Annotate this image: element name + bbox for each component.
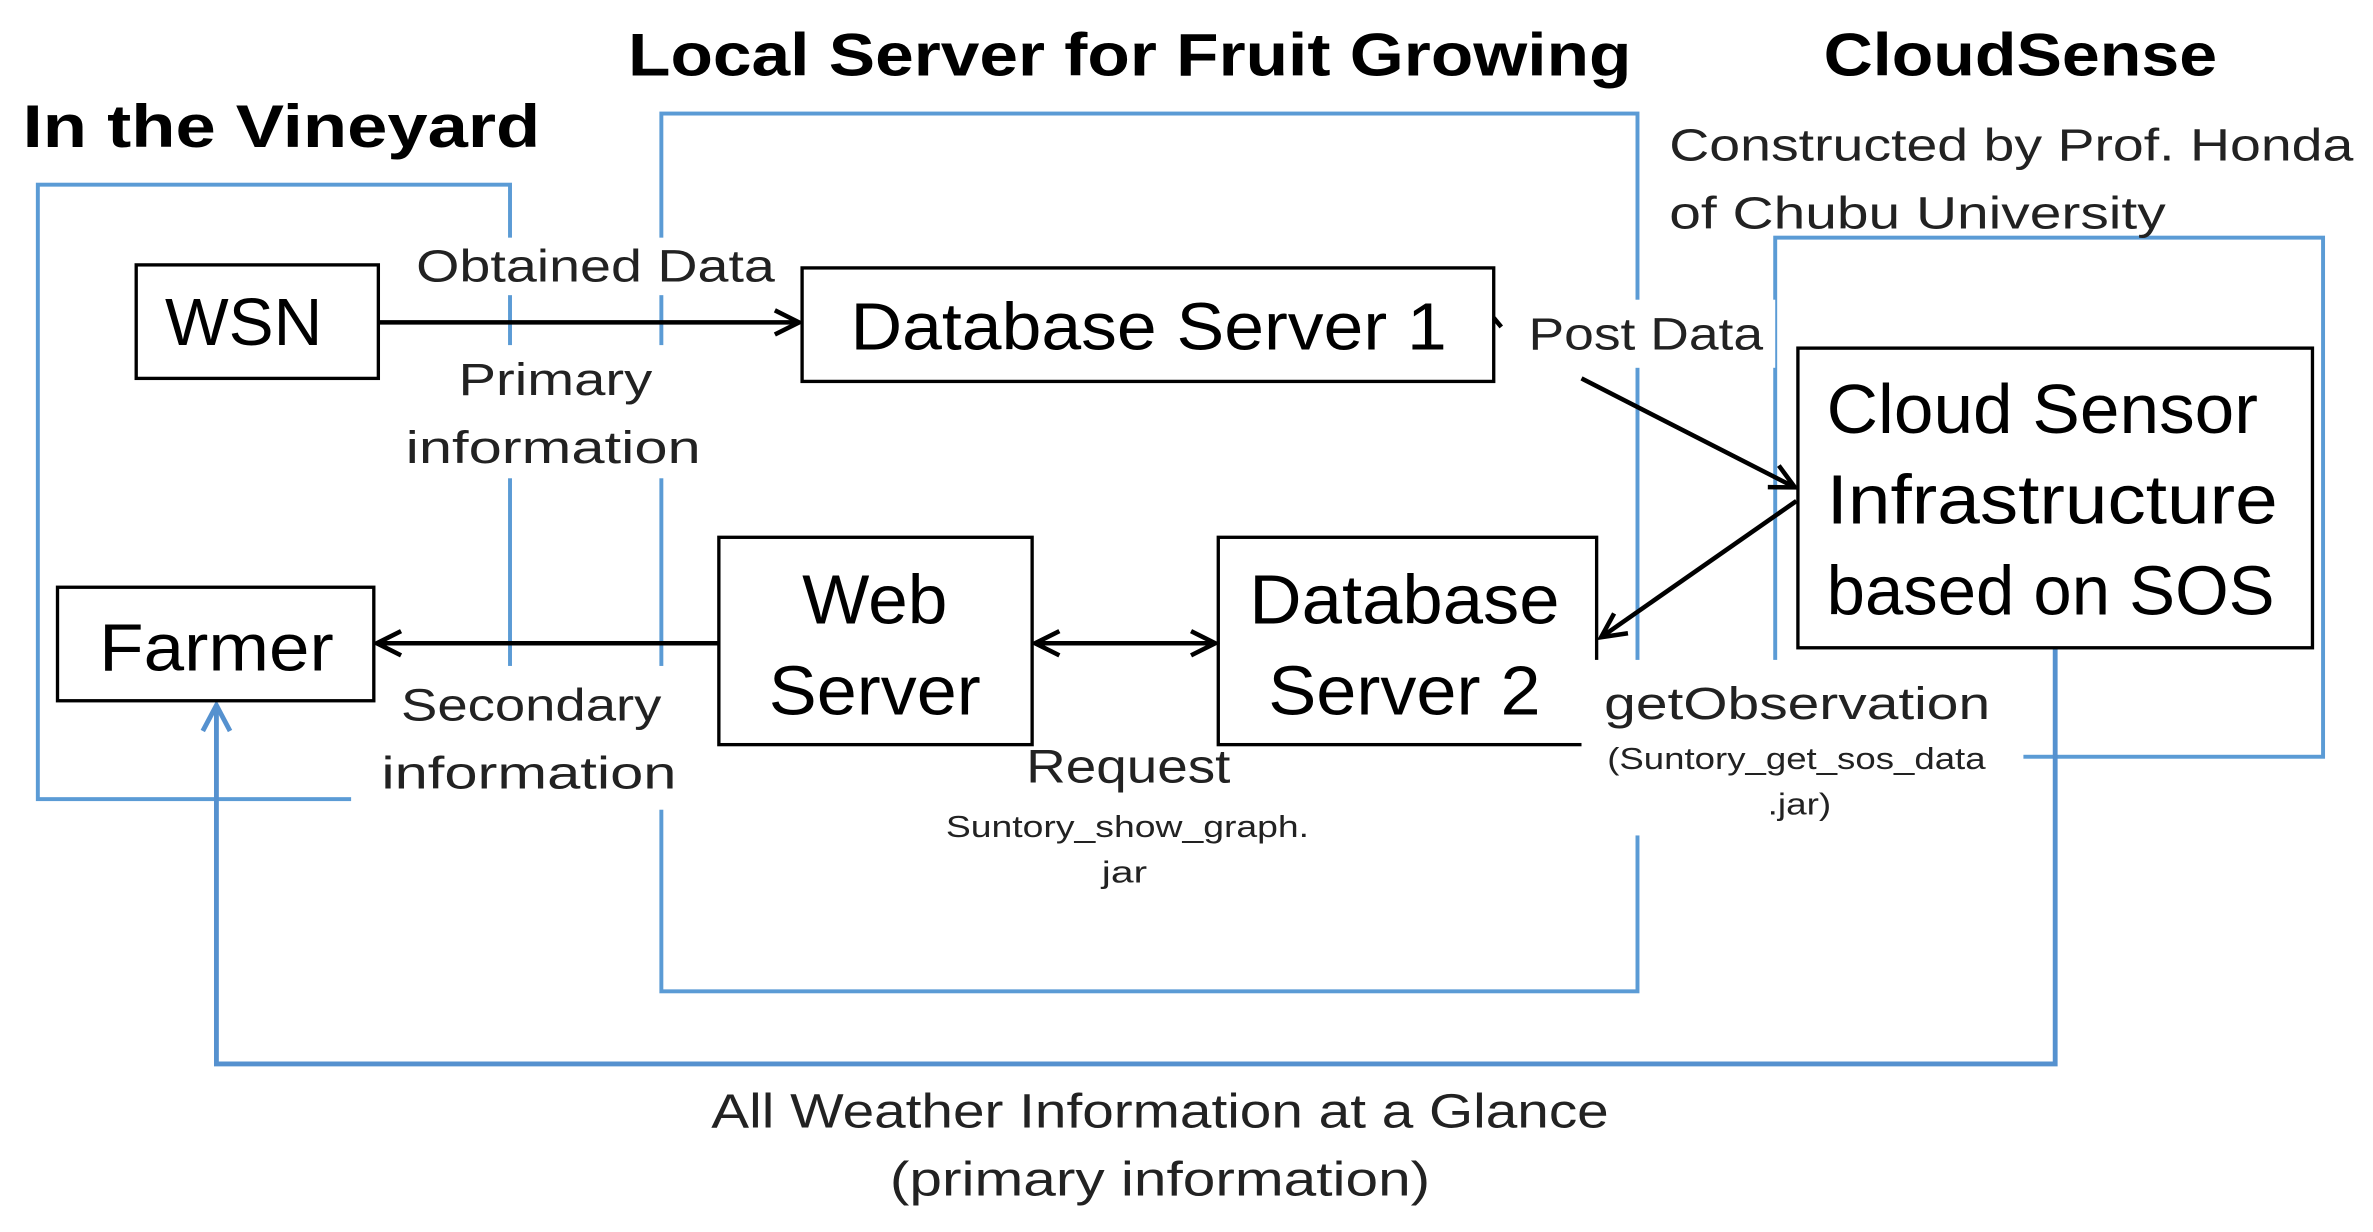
- get-observation-label: getObservation: [1604, 678, 1990, 729]
- local-server-heading: Local Server for Fruit Growing: [628, 21, 1631, 89]
- wsn-label: WSN: [165, 286, 322, 360]
- all-weather-feedback-arrow: [200, 647, 2058, 1067]
- database-server-1-box: [800, 266, 1496, 384]
- db1-to-cloud-arrow: [1580, 376, 1794, 487]
- primary-information-label-bg: [398, 345, 709, 479]
- cloudsense-container: [1773, 235, 2326, 759]
- web-server-label-line1: Web: [802, 561, 947, 639]
- farmer-box: [55, 585, 376, 703]
- all-weather-label-line2: (primary information): [890, 1153, 1430, 1207]
- get-observation-jar-label-line1: (Suntory_get_sos_data: [1607, 743, 1986, 776]
- database-server-2-label-line1: Database: [1249, 561, 1559, 639]
- primary-information-label-line2: information: [406, 422, 701, 473]
- request-jar-label-line2: jar: [1100, 856, 1147, 889]
- post-data-label: Post Data: [1529, 309, 1764, 360]
- database-server-2-label-line2: Server 2: [1268, 651, 1540, 729]
- wsn-box: [134, 263, 381, 381]
- cloud-sensor-label-line3: based on SOS: [1827, 551, 2275, 629]
- cloud-sensor-label-line1: Cloud Sensor: [1827, 370, 2258, 448]
- all-weather-label-line1: All Weather Information at a Glance: [711, 1085, 1608, 1139]
- cloud-to-db2-arrow: [1601, 499, 1798, 637]
- primary-information-label-line1: Primary: [459, 354, 653, 405]
- vineyard-heading: In the Vineyard: [23, 92, 541, 160]
- obtained-data-label: Obtained Data: [416, 241, 776, 292]
- farmer-label: Farmer: [99, 611, 334, 685]
- database-server-1-label: Database Server 1: [851, 291, 1447, 365]
- cloud-sensor-label-line2: Infrastructure: [1827, 461, 2278, 539]
- request-label: Request: [1026, 740, 1230, 792]
- cloudsense-credit-line2: of Chubu University: [1669, 188, 2166, 239]
- secondary-information-label-line2: information: [381, 748, 676, 799]
- post-data-label-bg: [1517, 299, 1776, 368]
- get-observation-label-bg: [1581, 659, 2024, 836]
- get-observation-jar-label-line2: .jar): [1768, 788, 1832, 821]
- cloudsense-credit-line1: Constructed by Prof. Honda: [1669, 119, 2354, 170]
- secondary-information-label-line1: Secondary: [401, 679, 662, 730]
- vineyard-container: [35, 182, 512, 802]
- web-server-label-line2: Server: [769, 651, 981, 729]
- request-jar-label-line1: Suntory_show_graph.: [946, 811, 1309, 844]
- obtained-data-label-bg: [408, 237, 784, 296]
- database-server-2-box: [1216, 535, 1599, 747]
- cloudsense-heading: CloudSense: [1824, 21, 2217, 89]
- cloud-sensor-infrastructure-box: [1796, 346, 2315, 650]
- get-observation-label-bg-overlay: [1581, 659, 1612, 751]
- post-data-tick: [1491, 316, 1504, 329]
- local-server-container: [659, 111, 1640, 994]
- secondary-information-label-bg: [351, 665, 692, 810]
